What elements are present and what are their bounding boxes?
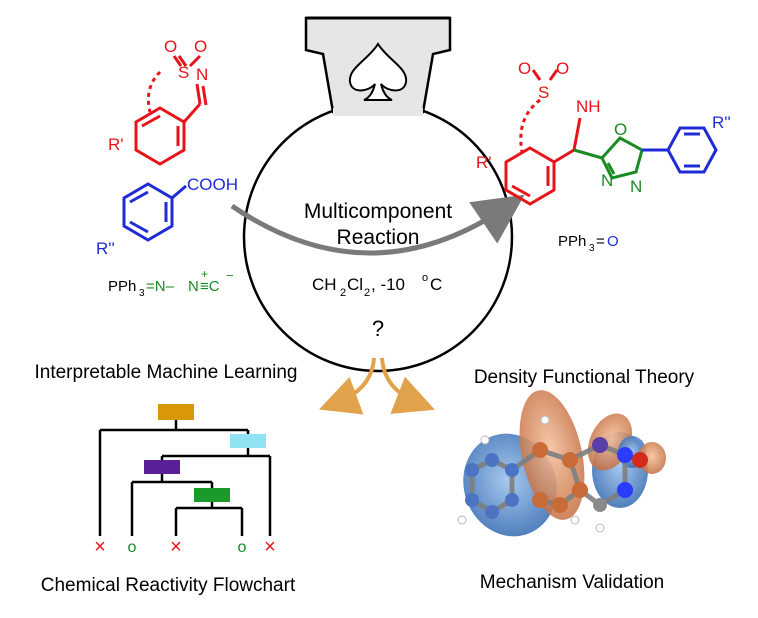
svg-text:PPh: PPh bbox=[108, 278, 136, 295]
product-oxadiazole-n2: N bbox=[630, 177, 642, 196]
reactant-r-double-prime: R'' bbox=[96, 239, 115, 258]
svg-text:O: O bbox=[607, 233, 619, 250]
reaction-conditions: CH 2 Cl 2 , -10 o C bbox=[312, 272, 442, 299]
reactant-imine-n: N bbox=[196, 65, 208, 84]
svg-text:+: + bbox=[201, 267, 208, 281]
reactant-r-prime: R' bbox=[108, 135, 124, 154]
svg-text:=N–: =N– bbox=[146, 278, 175, 295]
tree-leaf-4: o bbox=[238, 539, 247, 556]
svg-text:C: C bbox=[430, 275, 442, 294]
sulfonyl-imine-structure bbox=[134, 54, 208, 166]
product-s: S bbox=[538, 83, 549, 102]
reaction-title-line1: Multicomponent bbox=[304, 200, 452, 223]
tree-node-green bbox=[194, 488, 230, 502]
svg-text:3: 3 bbox=[589, 243, 595, 254]
reactant-sulfonyl-s: S bbox=[178, 63, 189, 82]
spade-icon bbox=[348, 42, 408, 101]
reactant-sulfonyl-o2: O bbox=[194, 37, 207, 56]
tree-node-gold bbox=[158, 404, 194, 420]
reaction-arrow bbox=[230, 194, 525, 256]
split-arrow-left bbox=[318, 357, 376, 415]
right-panel-caption: Mechanism Validation bbox=[480, 572, 664, 593]
tree-node-cyan bbox=[230, 434, 266, 448]
tree-leaf-2: o bbox=[128, 539, 137, 556]
svg-text:o: o bbox=[422, 272, 428, 284]
tree-node-purple bbox=[144, 460, 180, 474]
svg-text:Cl: Cl bbox=[347, 275, 363, 294]
svg-text:PPh: PPh bbox=[558, 233, 586, 250]
reactant-acid-group: COOH bbox=[187, 175, 238, 194]
product-oxadiazole-n1: N bbox=[601, 171, 613, 190]
byproduct-phosphine-oxide: PPh 3 = O bbox=[558, 233, 619, 254]
question-mark: ? bbox=[372, 316, 384, 341]
split-arrow-right bbox=[380, 357, 435, 414]
decision-tree bbox=[98, 420, 272, 536]
tree-leaf-5: × bbox=[264, 536, 276, 558]
reactant-sulfonyl-o1: O bbox=[164, 37, 177, 56]
svg-text:−: − bbox=[226, 268, 234, 283]
product-o2: O bbox=[556, 59, 569, 78]
svg-text:2: 2 bbox=[340, 287, 346, 299]
product-nh: NH bbox=[576, 97, 601, 116]
product-structure bbox=[504, 69, 718, 206]
product-o1: O bbox=[518, 59, 531, 78]
product-oxadiazole-o: O bbox=[614, 120, 627, 139]
benzoic-acid-structure bbox=[122, 182, 187, 242]
svg-text:3: 3 bbox=[139, 288, 145, 299]
svg-text:2: 2 bbox=[364, 287, 370, 299]
reaction-title-line2: Reaction bbox=[337, 226, 420, 249]
svg-text:N: N bbox=[188, 278, 199, 295]
svg-text:CH: CH bbox=[312, 275, 337, 294]
product-r-prime: R' bbox=[476, 153, 492, 172]
svg-text:, -10: , -10 bbox=[371, 275, 405, 294]
left-panel-caption: Chemical Reactivity Flowchart bbox=[41, 575, 296, 596]
tree-leaf-3: × bbox=[170, 536, 182, 558]
tree-leaf-1: × bbox=[94, 536, 106, 558]
right-panel-heading: Density Functional Theory bbox=[474, 367, 695, 388]
product-r-double-prime: R'' bbox=[712, 113, 731, 132]
isocyanide-ylide: PPh 3 =N– N + ≡C − bbox=[108, 267, 234, 299]
svg-text:=: = bbox=[596, 233, 605, 250]
svg-text:≡C: ≡C bbox=[200, 278, 220, 295]
molecular-orbital-render bbox=[457, 390, 666, 537]
left-panel-heading: Interpretable Machine Learning bbox=[34, 362, 297, 383]
